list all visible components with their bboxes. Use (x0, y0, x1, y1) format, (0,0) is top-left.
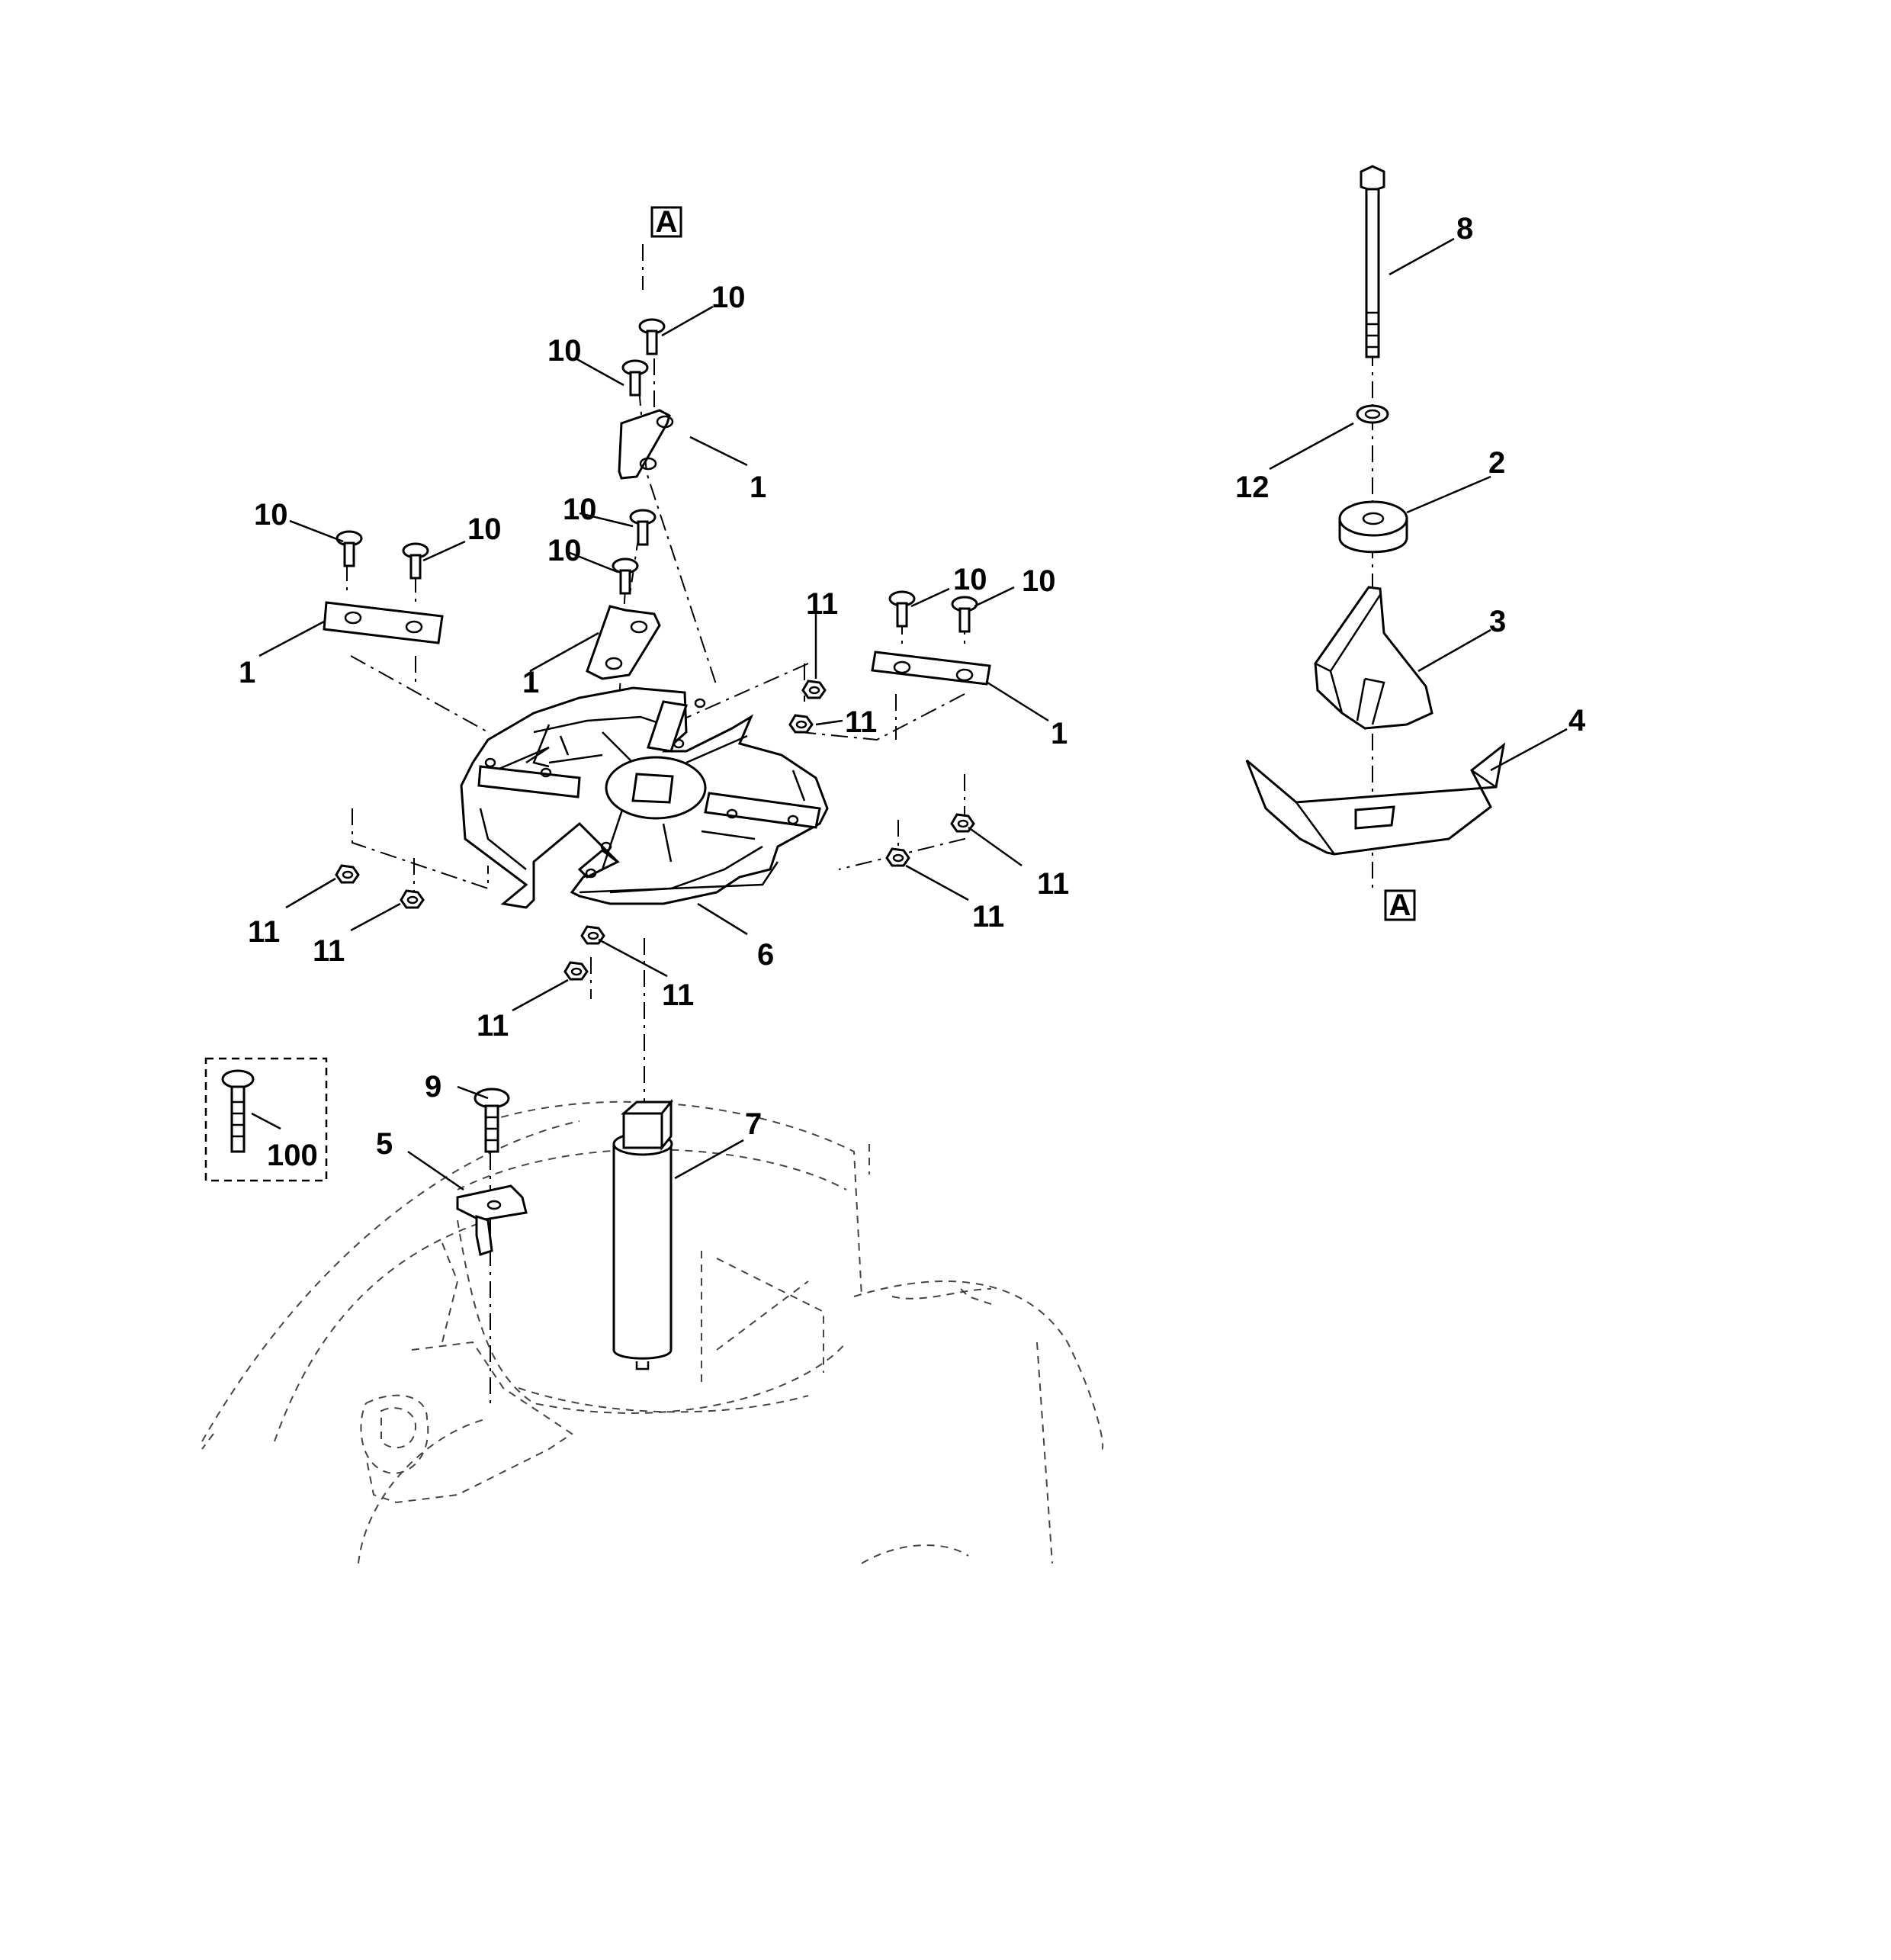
blade-carrier-plate (460, 686, 829, 909)
mulching-blade (1314, 586, 1434, 730)
clamp-plate-center (586, 605, 661, 680)
spacer (1338, 500, 1408, 554)
leader-lines (251, 237, 1568, 1191)
reference-marker-bottom: A (1384, 888, 1416, 922)
callout-11: 11 (662, 978, 694, 1012)
callout-1: 1 (750, 471, 766, 504)
callout-1: 1 (239, 656, 255, 689)
nut-5 (335, 864, 360, 884)
nuts (335, 680, 975, 981)
screw-4 (402, 542, 429, 580)
clamp-plate-left (323, 601, 444, 644)
callout-12: 12 (1235, 471, 1270, 504)
callout-11: 11 (845, 705, 877, 739)
callout-7: 7 (745, 1107, 762, 1141)
callout-10: 10 (547, 534, 582, 567)
callout-10: 10 (563, 493, 597, 526)
nut-6 (400, 889, 425, 909)
blade-shaft (612, 1098, 674, 1370)
washer (1356, 404, 1389, 424)
callout-10: 10 (254, 498, 288, 532)
callout-2: 2 (1488, 446, 1505, 480)
callout-11: 11 (313, 934, 345, 968)
callout-1: 1 (1051, 717, 1068, 750)
screw-3 (336, 530, 363, 567)
screw-6 (612, 557, 639, 595)
callout-11: 11 (1037, 867, 1069, 901)
nut-8 (563, 961, 589, 981)
callout-8: 8 (1456, 212, 1473, 246)
clamp-plate-right (871, 651, 991, 686)
nut-4 (885, 847, 910, 867)
clamp-plate-top (618, 409, 674, 480)
callout-11: 11 (806, 587, 838, 621)
screw-8 (951, 596, 978, 633)
callout-11: 11 (972, 900, 1004, 933)
nut-7 (580, 925, 605, 945)
callout-10: 10 (467, 512, 502, 546)
svg-text:A: A (656, 205, 678, 239)
alternate-bolt-box (204, 1057, 328, 1182)
long-bolt (1360, 165, 1385, 358)
callout-5: 5 (376, 1127, 393, 1161)
screws (336, 318, 978, 633)
callout-11: 11 (477, 1009, 509, 1043)
bracket (456, 1184, 528, 1256)
callout-9: 9 (425, 1070, 441, 1104)
callout-4: 4 (1568, 704, 1586, 737)
callout-10: 10 (711, 281, 746, 314)
screw-2 (621, 359, 649, 397)
callout-3: 3 (1489, 605, 1506, 638)
reference-marker-top: A (650, 205, 682, 239)
mower-deck-outline (201, 1100, 1104, 1564)
svg-text:A: A (1389, 888, 1411, 922)
nut-2 (788, 714, 814, 734)
screw-1 (638, 318, 666, 355)
callout-1: 1 (522, 666, 539, 699)
callout-10: 10 (953, 563, 987, 596)
callout-6: 6 (757, 938, 774, 972)
callout-10: 10 (1022, 564, 1056, 598)
callout-labels: 10 10 1 10 10 1 10 10 1 11 11 10 10 1 11… (239, 212, 1586, 1172)
callout-100: 100 (267, 1139, 318, 1172)
nut-1 (801, 680, 827, 699)
screw-7 (888, 590, 916, 628)
bolt-9 (474, 1088, 510, 1153)
cutting-blade (1245, 742, 1506, 856)
callout-10: 10 (547, 334, 582, 368)
screw-5 (629, 509, 657, 546)
nut-3 (950, 813, 975, 833)
callout-11: 11 (248, 915, 280, 949)
